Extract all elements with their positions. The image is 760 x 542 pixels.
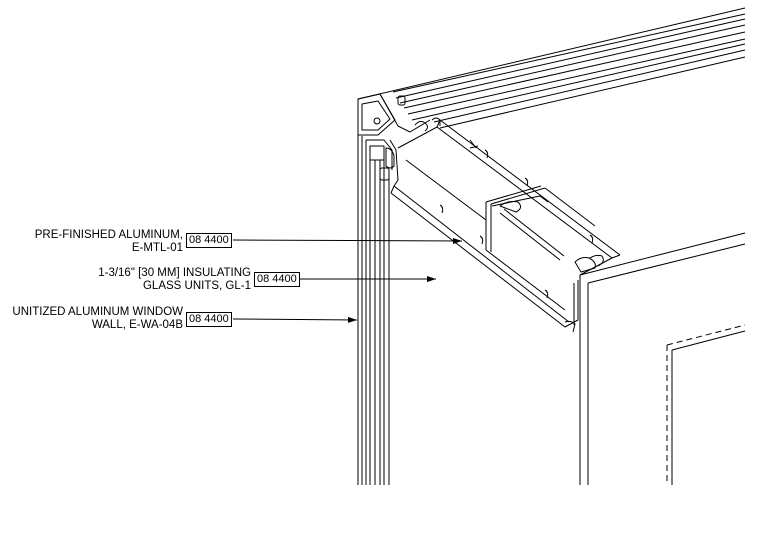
callout-glass-label: 1-3/16" [30 MM] INSULATING GLASS UNITS, … (98, 267, 251, 293)
callout-window-wall-spec-tag: 08 4400 (186, 312, 232, 327)
callout-aluminum-line2: E-MTL-01 (131, 242, 183, 254)
callout-aluminum-label: PRE-FINISHED ALUMINUM, E-MTL-01 (35, 229, 183, 255)
head-frame-lines (357, 7, 746, 129)
corner-cap-profile (357, 93, 441, 136)
callout-window-wall-line1: UNITIZED ALUMINUM WINDOW (12, 306, 183, 318)
leader-aluminum (232, 237, 463, 244)
callout-glass-line2: GLASS UNITS, GL-1 (142, 280, 251, 292)
leader-lines (232, 237, 463, 323)
callout-glass-spec-tag: 08 4400 (254, 272, 300, 287)
callout-glass-line1: 1-3/16" [30 MM] INSULATING (98, 267, 251, 279)
callout-window-wall-line2: WALL, E-WA-04B (91, 319, 183, 331)
right-wall-panel (579, 232, 746, 485)
callout-aluminum-spec-tag: 08 4400 (186, 233, 232, 248)
callout-aluminum-line1: PRE-FINISHED ALUMINUM, (34, 229, 183, 241)
vertical-mullion (357, 135, 395, 485)
leader-window-wall (232, 316, 358, 323)
horizontal-extrusion (389, 119, 621, 333)
callout-window-wall-label: UNITIZED ALUMINUM WINDOW WALL, E-WA-04B (12, 306, 183, 332)
